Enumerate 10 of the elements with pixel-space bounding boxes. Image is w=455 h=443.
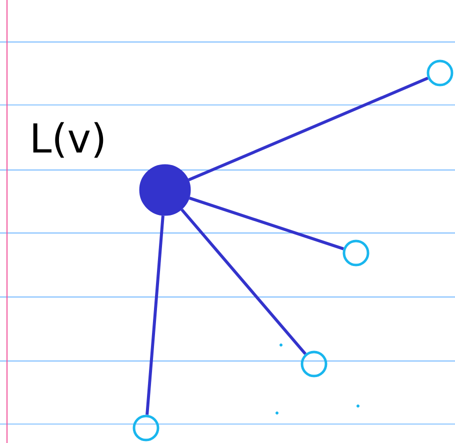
small-circle [300, 350, 328, 378]
line [180, 208, 307, 355]
filled-circle [139, 164, 191, 216]
small-circle [342, 240, 370, 266]
small-circle [132, 414, 160, 442]
small-circle [426, 60, 454, 86]
line [146, 216, 164, 415]
node-label: L(v) [33, 122, 104, 158]
line [188, 76, 428, 182]
line [188, 196, 344, 250]
